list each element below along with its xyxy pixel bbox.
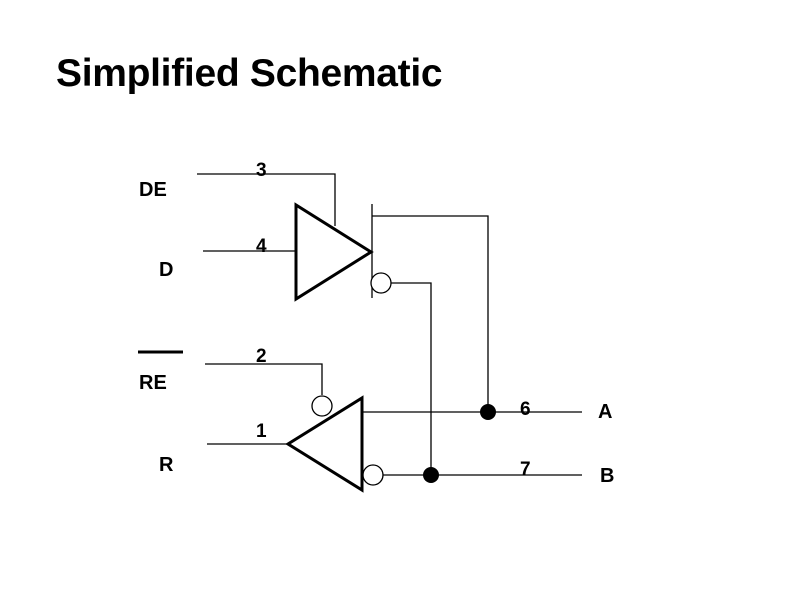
wire-driver-to-a [372,215,489,412]
pin-number-d: 4 [256,236,267,257]
wire-de-enable [197,173,336,226]
signal-label-re: RE [139,372,167,394]
pin-number-b: 7 [520,459,531,480]
junction-dot-a [480,404,496,420]
driver-buffer [294,202,374,302]
pin-number-de: 3 [256,160,267,181]
receiver-buffer [285,395,364,493]
signal-label-b: B [600,465,614,487]
signal-label-r: R [159,454,174,476]
driver-inverting-bubble [370,272,392,294]
receiver-inverting-bubble [362,464,384,486]
receiver-enable-bubble [311,395,333,417]
pin-number-a: 6 [520,399,531,420]
signal-label-a: A [598,401,612,423]
pin-number-re: 2 [256,346,267,367]
signal-label-de: DE [139,179,167,201]
wire-driver-to-b [391,282,432,475]
page-title: Simplified Schematic [56,52,443,95]
junction-dot-b [423,467,439,483]
wire-re-enable [205,363,323,395]
pin-number-r: 1 [256,421,267,442]
signal-label-d: D [159,259,173,281]
